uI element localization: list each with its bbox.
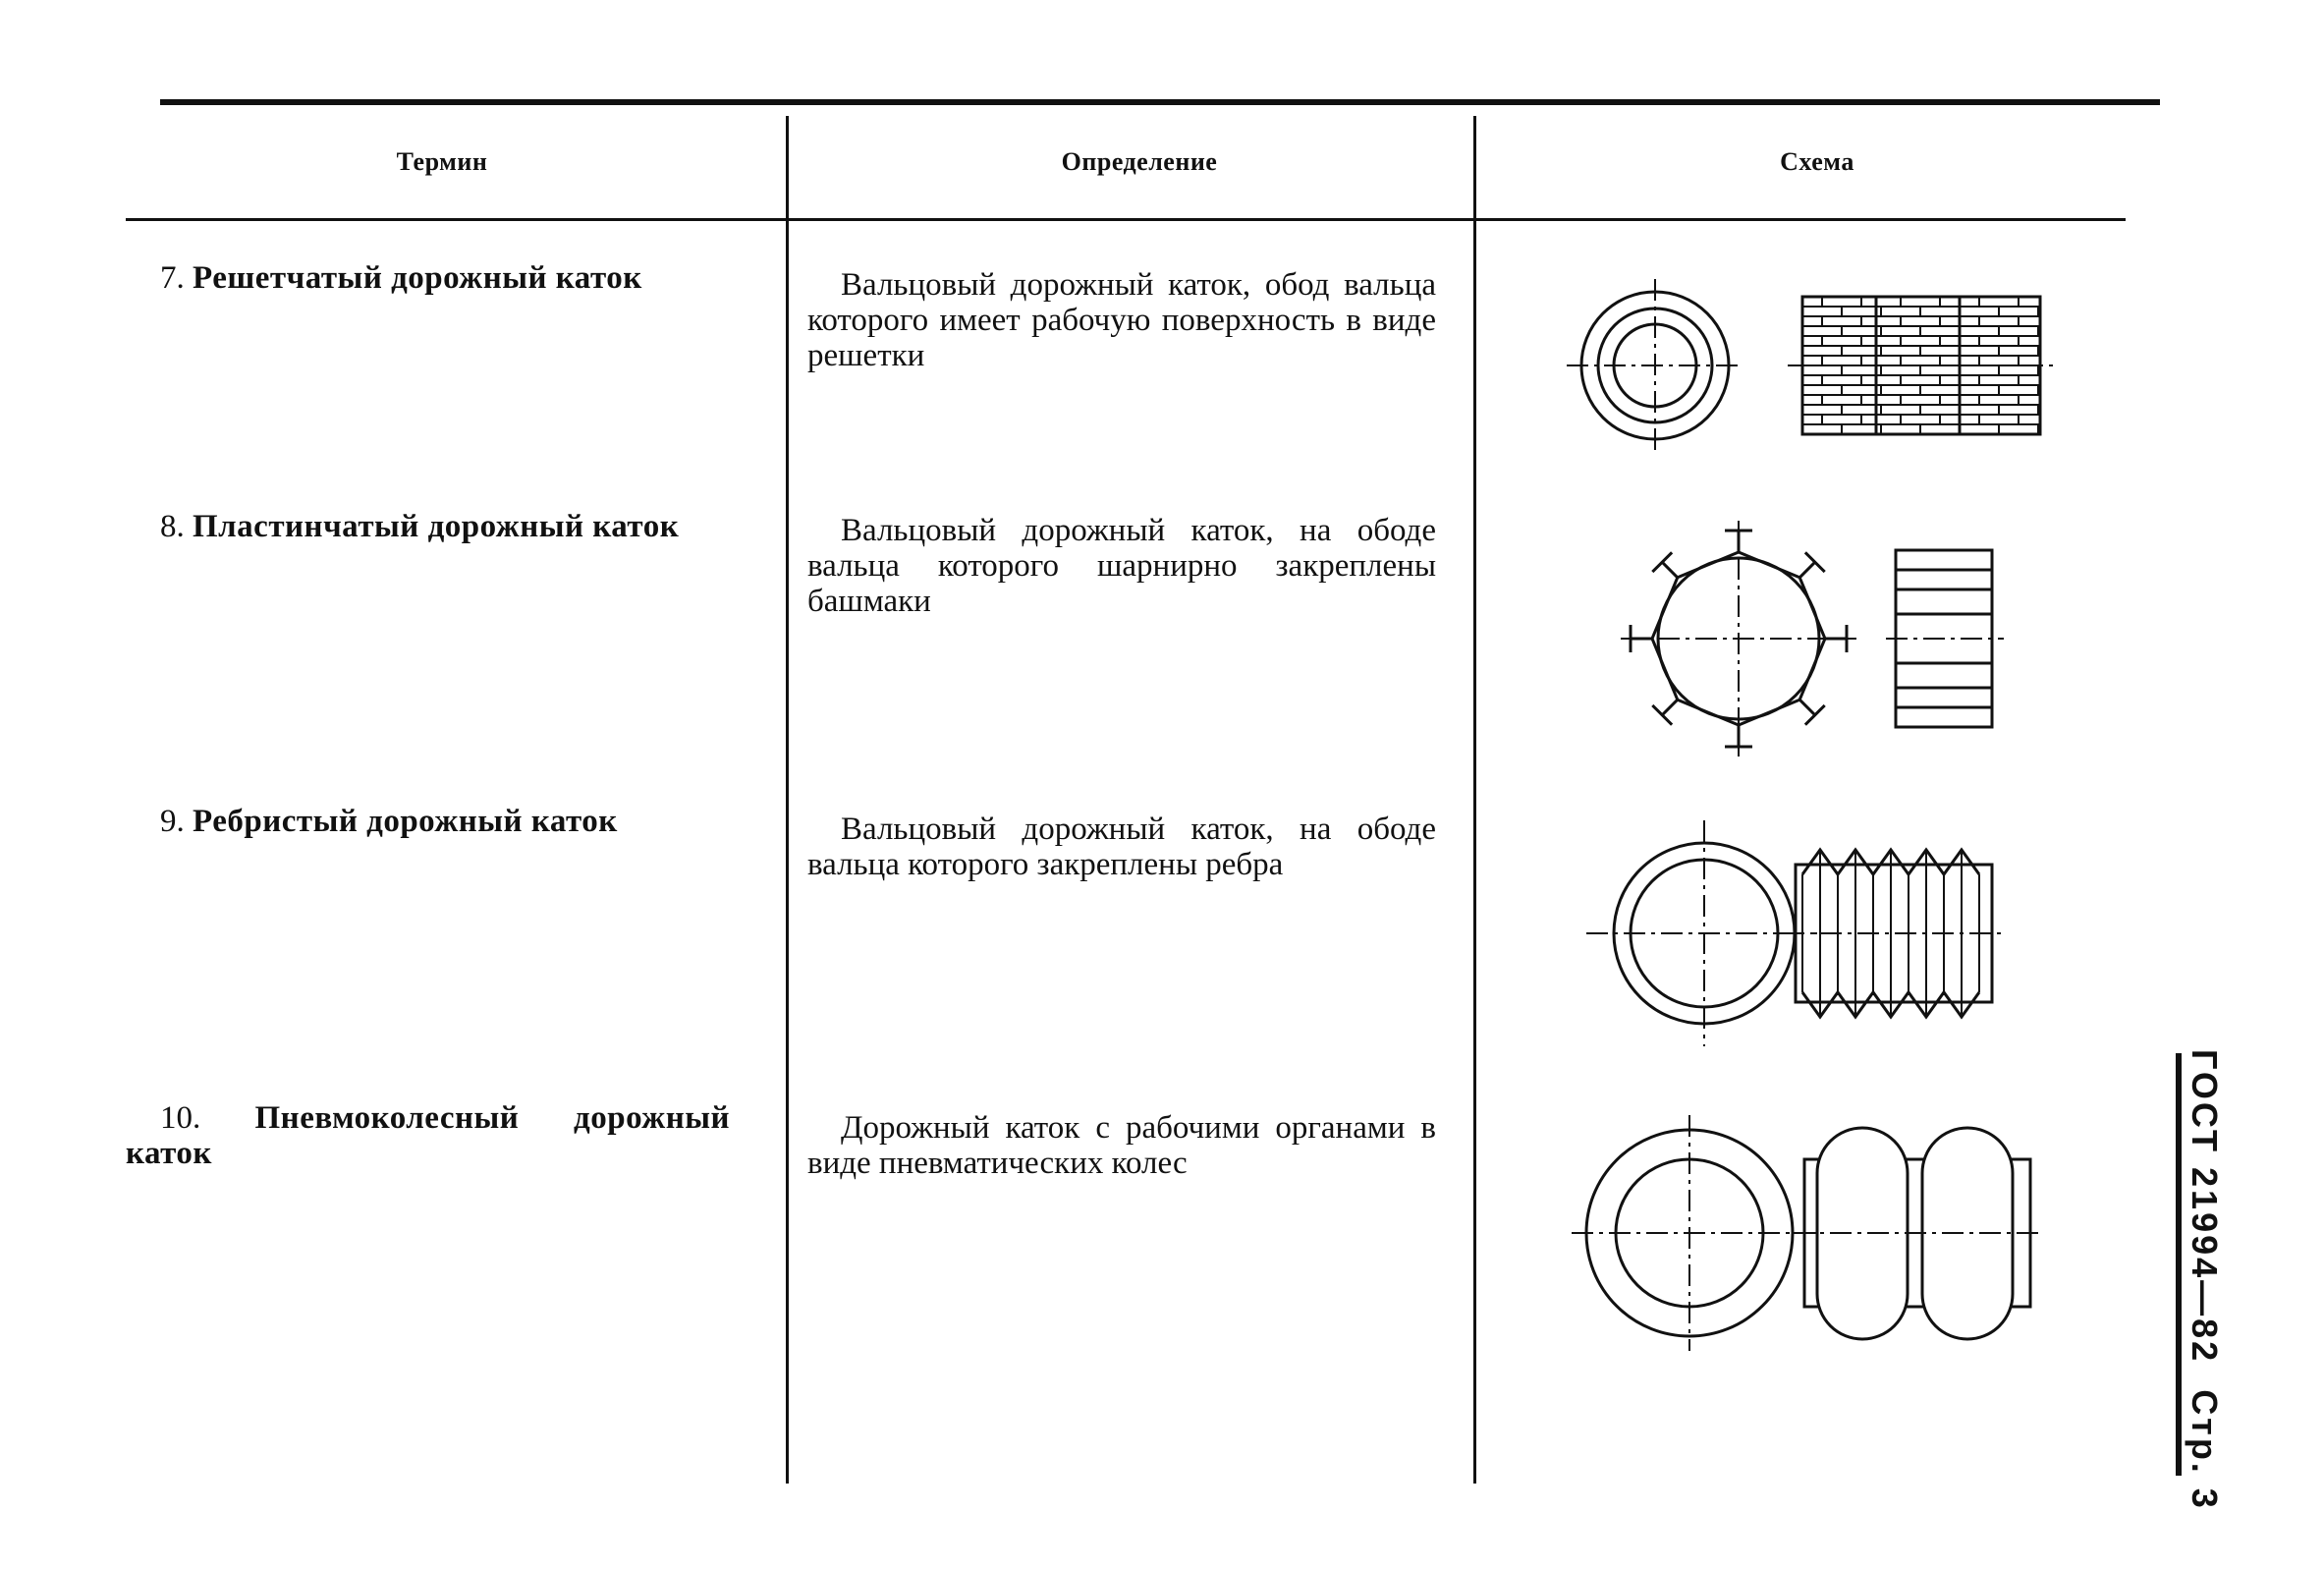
page-side-label: ГОСТ 21994—82Стр. 3 bbox=[2176, 1041, 2239, 1511]
header-scheme: Схема bbox=[1780, 147, 1854, 176]
term-name: Пневмоколесный дорожный каток bbox=[126, 1100, 730, 1171]
column-divider-2 bbox=[1473, 116, 1476, 1484]
definition-9: Вальцовый дорожный каток, на ободе вальц… bbox=[807, 812, 1436, 882]
term-9: 9. Ребристый дорожный каток bbox=[126, 804, 730, 839]
standard-number: ГОСТ 21994—82 bbox=[2185, 1049, 2225, 1365]
side-rule bbox=[2176, 1053, 2182, 1476]
definition-8: Вальцовый дорожный каток, на ободе вальц… bbox=[807, 513, 1436, 619]
column-divider-1 bbox=[786, 116, 789, 1484]
term-8: 8. Пластинчатый дорожный каток bbox=[126, 509, 730, 544]
term-number: 10. bbox=[160, 1100, 201, 1136]
standard-code: ГОСТ 21994—82Стр. 3 bbox=[2184, 1049, 2225, 1537]
term-name: Ребристый дорожный каток bbox=[193, 804, 618, 839]
term-name: Пластинчатый дорожный каток bbox=[193, 509, 680, 544]
page-number: Стр. 3 bbox=[2185, 1389, 2225, 1511]
pneumatic-roller-diagram bbox=[1572, 1115, 2038, 1351]
term-number: 8. bbox=[160, 509, 185, 544]
plate-roller-diagram bbox=[1621, 521, 2004, 756]
term-7: 7. Решетчатый дорожный каток bbox=[126, 260, 730, 296]
definition-7: Вальцовый дорожный каток, обод вальца ко… bbox=[807, 267, 1436, 373]
table-header-rule bbox=[126, 218, 2126, 221]
header-definition: Определение bbox=[1061, 147, 1218, 176]
lattice-roller-diagram bbox=[1567, 279, 2053, 452]
term-name: Решетчатый дорожный каток bbox=[193, 260, 642, 296]
header-term: Термин bbox=[396, 147, 488, 176]
definition-10: Дорожный каток с рабочими органами в вид… bbox=[807, 1110, 1436, 1181]
table-top-rule bbox=[160, 99, 2160, 105]
term-number: 9. bbox=[160, 804, 185, 839]
term-10: 10. Пневмоколесный дорожный каток bbox=[126, 1100, 730, 1171]
term-number: 7. bbox=[160, 260, 185, 296]
ribbed-roller-diagram bbox=[1586, 820, 2004, 1046]
